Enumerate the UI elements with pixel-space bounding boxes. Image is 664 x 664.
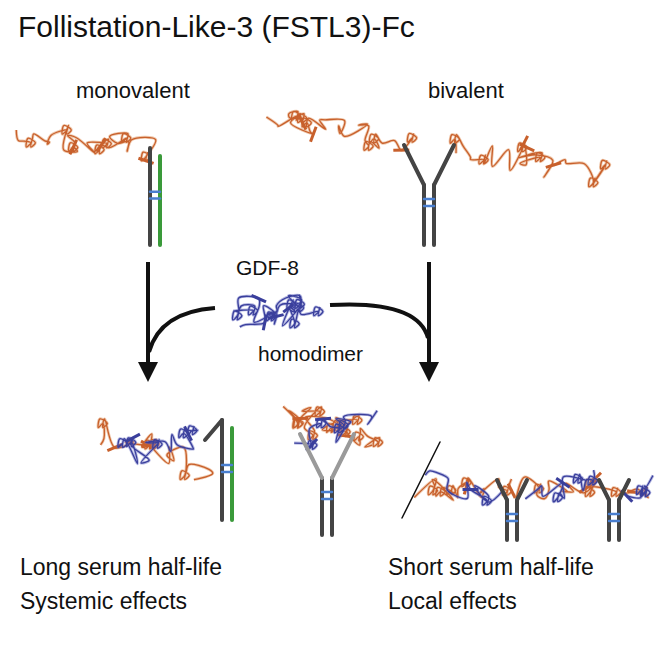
protein-ribbon — [266, 111, 416, 150]
beta-strand — [126, 434, 140, 442]
disulfide-bond — [609, 520, 619, 523]
beta-strand — [508, 484, 515, 498]
fc-hinge — [205, 420, 222, 440]
beta-strand — [556, 478, 569, 487]
protein-ribbon-shade — [627, 475, 653, 498]
protein-ribbon — [425, 471, 503, 505]
figure-label: monovalent — [76, 78, 190, 103]
merge-curve — [149, 308, 215, 352]
protein-ribbon — [627, 475, 653, 498]
fc-chain — [432, 185, 436, 245]
fc-arm — [434, 145, 454, 185]
fc-chain — [220, 420, 224, 520]
beta-strand — [311, 127, 317, 142]
protein-ribbon-shade — [525, 470, 597, 501]
fc-arm — [599, 480, 609, 500]
disulfide-bond — [322, 491, 332, 494]
protein-ribbon-shade — [118, 426, 198, 464]
fc-chain — [148, 148, 152, 245]
figure-label: bivalent — [428, 78, 504, 103]
figure-label: Local effects — [388, 588, 517, 614]
beta-strand — [70, 140, 77, 155]
fc-chain — [330, 478, 334, 535]
fc-chain — [320, 478, 324, 535]
figure-label: Systemic effects — [20, 588, 187, 614]
beta-strand — [97, 138, 106, 151]
beta-strand — [268, 315, 284, 319]
protein-ribbon — [240, 294, 305, 326]
disulfide-bond — [222, 464, 232, 467]
protein-ribbon-shade — [240, 294, 305, 326]
fc-chain-knob — [158, 156, 162, 245]
fc-arm — [497, 480, 507, 500]
protein-ribbon-shade — [98, 419, 213, 480]
beta-strand — [299, 115, 306, 129]
protein-ribbon-shade — [425, 471, 503, 505]
disulfide-bond — [507, 520, 517, 523]
arrow-down — [427, 262, 431, 372]
disulfide-bond — [424, 205, 434, 208]
separator-line — [402, 442, 440, 518]
disulfide-bond — [222, 471, 232, 474]
beta-strand — [185, 426, 192, 440]
protein-ribbon — [450, 135, 610, 187]
beta-strand — [315, 418, 331, 419]
fc-chain — [422, 185, 426, 245]
protein-ribbon — [16, 125, 156, 160]
fc-chain-knob — [230, 428, 234, 520]
protein-ribbon-shade — [16, 125, 156, 160]
beta-strand — [546, 163, 561, 168]
fc-arm — [404, 145, 424, 185]
disulfide-bond — [322, 498, 332, 501]
disulfide-bond — [150, 197, 160, 200]
merge-curve — [330, 304, 428, 338]
beta-strand — [292, 417, 308, 421]
molecules — [16, 111, 653, 505]
fc-arm — [619, 480, 629, 500]
protein-ribbon-shade — [266, 111, 416, 150]
protein-ribbon-shade — [450, 135, 610, 187]
figure-label: Short serum half-life — [388, 554, 594, 580]
protein-ribbon — [525, 470, 597, 501]
fc-arm — [332, 434, 354, 478]
figure-label: homodimer — [258, 342, 363, 366]
protein-ribbon — [98, 419, 213, 480]
disulfide-bond — [609, 513, 619, 516]
disulfide-bond — [507, 513, 517, 516]
protein-ribbon — [118, 426, 198, 464]
fc-arm — [300, 434, 322, 478]
figure-label: Long serum half-life — [20, 554, 222, 580]
figure-title: Follistation-Like-3 (FSTL3)-Fc — [18, 10, 415, 45]
beta-strand — [263, 315, 266, 331]
figure-label: GDF-8 — [236, 256, 299, 280]
beta-strand — [520, 136, 527, 150]
fc-arm — [517, 480, 527, 500]
disulfide-bond — [424, 198, 434, 201]
beta-strand — [463, 488, 479, 491]
beta-strand — [251, 295, 266, 302]
disulfide-bond — [150, 190, 160, 193]
arrow-down — [146, 262, 150, 372]
